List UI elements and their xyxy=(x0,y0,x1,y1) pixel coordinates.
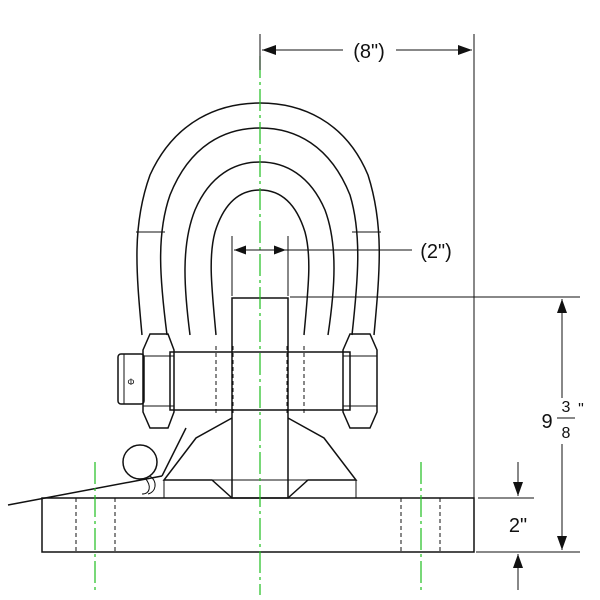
overall-height-denominator: 8 xyxy=(562,425,571,442)
shackle-bow xyxy=(136,102,381,336)
dimension-overall-height: 9 3 8 " xyxy=(290,296,584,553)
dimension-pin-width: (2") xyxy=(231,236,452,296)
base-plate xyxy=(41,497,475,553)
overall-width-label: (8") xyxy=(353,41,385,63)
overall-height-unit: " xyxy=(578,401,584,418)
dimension-overall-width: (8") xyxy=(259,34,475,498)
bolt-head: Φ xyxy=(117,333,175,429)
lanyard-ring xyxy=(7,427,187,506)
pin-width-label: (2") xyxy=(420,241,452,263)
overall-height-numerator: 3 xyxy=(562,399,571,416)
centerlines xyxy=(94,56,422,595)
dimension-base-thickness: 2" xyxy=(478,462,534,590)
overall-height-whole: 9 xyxy=(541,411,552,433)
shackle-pin xyxy=(169,346,351,416)
svg-text:Φ: Φ xyxy=(127,377,134,387)
shackle-nut xyxy=(342,333,378,429)
base-thickness-label: 2" xyxy=(509,515,527,537)
